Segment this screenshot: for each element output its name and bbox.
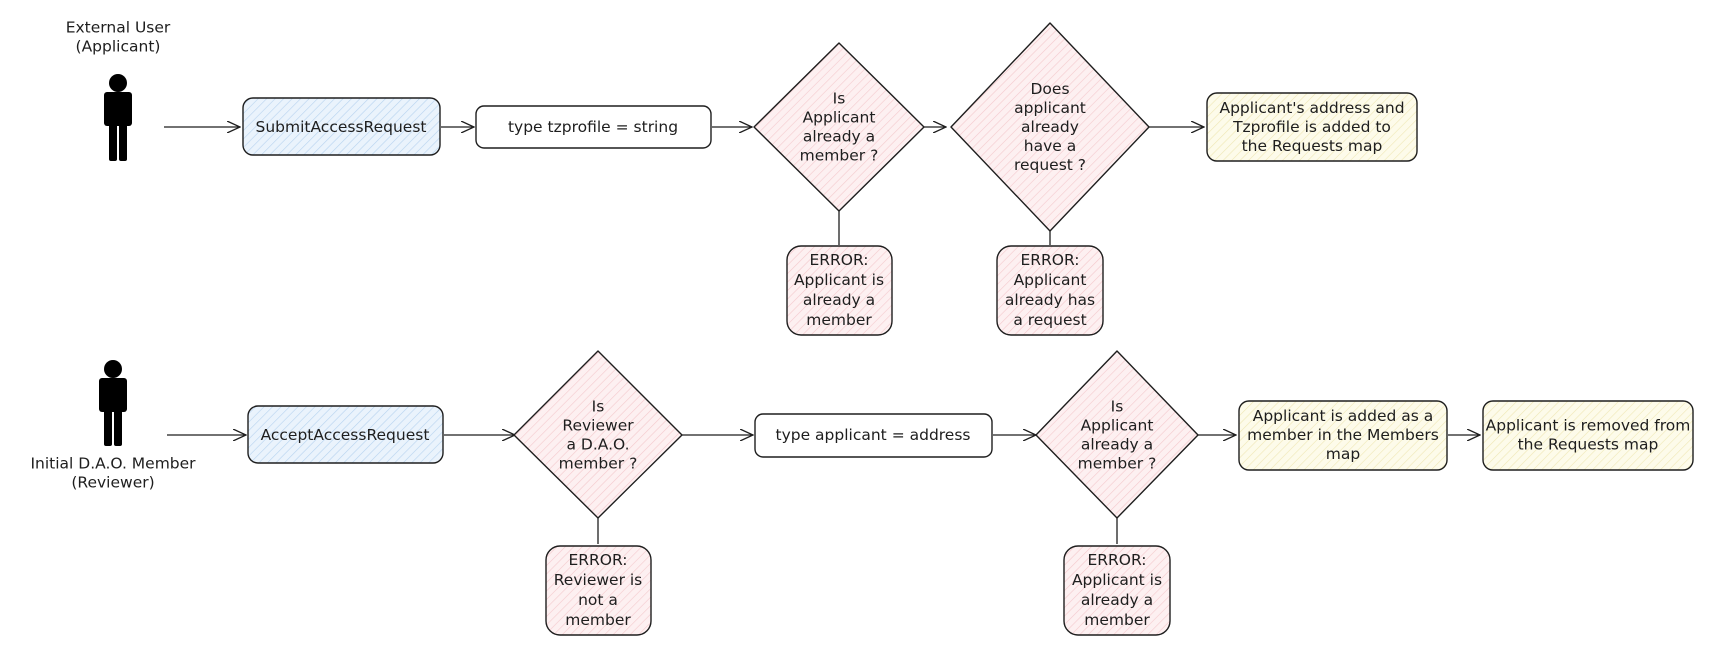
submit-access-request-node[interactable]: SubmitAccessRequest [242,97,441,156]
error-already-has-request-label: ERROR: Applicant already has a request [1005,251,1095,329]
actor-applicant-label: External User(Applicant) [66,19,171,56]
label-line: member in the Members [1247,426,1439,444]
error-reviewer-not-member[interactable]: ERROR: Reviewer is not a member [545,545,652,636]
label-line: Applicant is [1072,571,1162,589]
submit-access-request-label: SubmitAccessRequest [255,118,426,136]
label-line: the Requests map [1518,436,1659,454]
error-reviewer-not-member-label: ERROR: Reviewer is not a member [554,551,643,629]
label-line: already [1021,118,1079,136]
label-line: Applicant is added as a [1253,407,1434,425]
label-line: (Reviewer) [71,474,154,492]
label-line: member [1084,611,1150,629]
label-line: SubmitAccessRequest [255,118,426,136]
actor-applicant: External User(Applicant) [66,19,171,161]
label-line: ERROR: [809,251,868,269]
label-line: ERROR: [568,551,627,569]
error-already-member-1-label: ERROR: Applicant is already a member [794,251,884,329]
error-already-has-request[interactable]: ERROR: Applicant already has a request [996,245,1104,336]
label-line: not a [578,591,618,609]
label-line: Applicant is [794,271,884,289]
label-line: a D.A.O. [566,436,629,454]
accept-access-request-node[interactable]: AcceptAccessRequest [247,405,444,464]
label-line: type tzprofile = string [508,118,678,136]
label-line: request ? [1014,156,1086,174]
type-applicant-label: type applicant = address [776,426,971,444]
label-line: Applicant is removed from [1486,417,1691,435]
label-line: AcceptAccessRequest [261,426,430,444]
person-icon [99,360,127,446]
label-line: member [565,611,631,629]
label-line: map [1326,445,1360,463]
type-applicant-node[interactable]: type applicant = address [754,413,993,458]
person-icon [104,74,132,161]
type-tzprofile-label: type tzprofile = string [508,118,678,136]
label-line: already has [1005,291,1095,309]
label-line: Applicant [803,109,876,127]
label-line: the Requests map [1242,137,1383,155]
label-line: (Applicant) [76,38,161,56]
error-already-member-2-label: ERROR: Applicant is already a member [1072,551,1162,629]
label-line: member [806,311,872,329]
label-line: member ? [1078,455,1157,473]
accept-access-request-label: AcceptAccessRequest [261,426,430,444]
label-line: External User [66,19,171,37]
label-line: Applicant [1014,271,1087,289]
label-line: Applicant [1081,417,1154,435]
label-line: applicant [1014,99,1086,117]
label-line: already a [1081,436,1153,454]
label-line: Is [833,90,846,108]
label-line: Does [1030,80,1069,98]
label-line: ERROR: [1020,251,1079,269]
label-line: Tzprofile is added to [1232,118,1391,136]
label-line: a request [1013,311,1086,329]
label-line: Initial D.A.O. Member [30,455,196,473]
actor-reviewer: Initial D.A.O. Member(Reviewer) [30,360,196,492]
label-line: member ? [800,147,879,165]
label-line: Reviewer is [554,571,643,589]
error-already-member-1[interactable]: ERROR: Applicant is already a member [786,245,893,336]
error-already-member-2[interactable]: ERROR: Applicant is already a member [1063,545,1171,636]
label-line: type applicant = address [776,426,971,444]
label-line: Reviewer [562,417,634,435]
label-line: member ? [559,455,638,473]
label-line: ERROR: [1087,551,1146,569]
type-tzprofile-node[interactable]: type tzprofile = string [475,105,712,149]
label-line: Is [1111,398,1124,416]
label-line: already a [803,128,875,146]
label-line: already a [803,291,875,309]
label-line: Applicant's address and [1219,99,1404,117]
actor-reviewer-label: Initial D.A.O. Member(Reviewer) [30,455,196,492]
label-line: Is [592,398,605,416]
label-line: have a [1024,137,1076,155]
label-line: already a [1081,591,1153,609]
